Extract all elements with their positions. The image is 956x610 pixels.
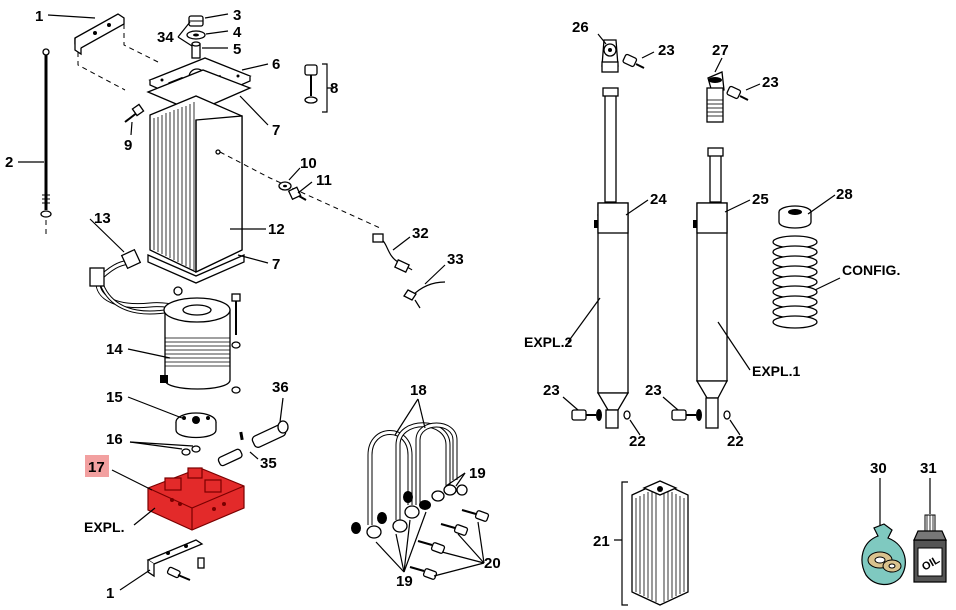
label-22-a: 22 — [629, 433, 646, 450]
label-16: 16 — [106, 431, 123, 448]
label-1-bottom: 1 — [106, 585, 114, 602]
part-2-tie-rod[interactable] — [40, 48, 52, 218]
part-30-grease-bag[interactable] — [861, 523, 906, 585]
part-8-bolt-set[interactable] — [304, 64, 318, 104]
part-23-pin-bottom-left[interactable] — [571, 409, 602, 421]
label-28: 28 — [836, 186, 853, 203]
label-2: 2 — [5, 154, 13, 171]
label-31: 31 — [920, 460, 937, 477]
part-17-base-block[interactable] — [147, 467, 245, 531]
label-15: 15 — [106, 389, 123, 406]
part-5-spacer[interactable] — [191, 41, 201, 59]
part-11-screw[interactable] — [287, 186, 307, 201]
label-14: 14 — [106, 341, 123, 358]
label-expl1: EXPL.1 — [752, 363, 800, 379]
label-20: 20 — [484, 555, 501, 572]
label-23-b: 23 — [762, 74, 779, 91]
part-32-connector[interactable] — [372, 233, 413, 274]
part-24-cylinder-expl2[interactable] — [594, 87, 630, 429]
label-23-a: 23 — [658, 42, 675, 59]
part-21-heat-sink-assembly[interactable] — [631, 480, 689, 606]
label-27: 27 — [712, 42, 729, 59]
label-6: 6 — [272, 56, 280, 73]
label-32: 32 — [412, 225, 429, 242]
label-13: 13 — [94, 210, 111, 227]
part-35-pin[interactable] — [217, 431, 244, 467]
part-23-pin-bottom-right[interactable] — [671, 409, 702, 421]
label-expl: EXPL. — [84, 519, 124, 535]
label-8: 8 — [330, 80, 338, 97]
part-26-clevis[interactable] — [601, 39, 619, 73]
part-3-nut[interactable] — [188, 15, 204, 27]
label-1-top: 1 — [35, 8, 43, 25]
part-1-bracket-bottom[interactable] — [146, 539, 205, 581]
label-7-top: 7 — [272, 122, 280, 139]
label-34: 34 — [157, 29, 174, 46]
label-7-bottom: 7 — [272, 256, 280, 273]
part-22-clip-left[interactable] — [623, 410, 631, 420]
part-23-pin-top-left[interactable] — [622, 53, 645, 69]
part-12-heat-sink-body[interactable] — [149, 95, 243, 274]
part-10-washer[interactable] — [278, 181, 292, 191]
label-25: 25 — [752, 191, 769, 208]
part-36-sleeve[interactable] — [251, 420, 289, 449]
part-18-pipe-loops[interactable] — [367, 422, 458, 525]
label-36: 36 — [272, 379, 289, 396]
part-22-clip-right[interactable] — [723, 410, 731, 420]
label-11: 11 — [316, 172, 332, 189]
part-27-rod-end[interactable] — [706, 71, 725, 123]
part-7-gasket-bottom[interactable] — [147, 254, 245, 284]
label-23-c: 23 — [543, 382, 560, 399]
label-30: 30 — [870, 460, 887, 477]
part-28-spring-cap[interactable] — [778, 205, 812, 229]
label-19-a: 19 — [469, 465, 486, 482]
part-14-coil-assembly[interactable] — [160, 293, 241, 394]
label-23-d: 23 — [645, 382, 662, 399]
label-26: 26 — [572, 19, 589, 36]
label-18: 18 — [410, 382, 427, 399]
part-31-oil-bottle[interactable]: OIL — [913, 514, 947, 583]
label-35: 35 — [260, 455, 277, 472]
part-4-washer[interactable] — [186, 30, 206, 40]
part-33-cable[interactable] — [403, 281, 446, 309]
part-20-bolts[interactable] — [409, 509, 490, 580]
spring-config[interactable] — [772, 235, 818, 329]
label-22-b: 22 — [727, 433, 744, 450]
label-4: 4 — [233, 24, 242, 41]
label-33: 33 — [447, 251, 464, 268]
part-15-base-disk[interactable] — [175, 412, 217, 439]
label-17-highlight — [85, 455, 109, 477]
label-9: 9 — [124, 137, 132, 154]
part-19-fittings[interactable] — [351, 484, 468, 539]
label-21: 21 — [593, 533, 610, 550]
label-3: 3 — [233, 7, 241, 24]
part-1-bracket-top[interactable] — [74, 13, 125, 56]
label-expl2: EXPL.2 — [524, 334, 572, 350]
label-5: 5 — [233, 41, 241, 58]
part-23-pin-top-right[interactable] — [726, 85, 749, 101]
part-9-screw[interactable] — [124, 103, 145, 123]
part-16-washers[interactable] — [181, 445, 201, 456]
label-17: 17 — [88, 459, 105, 476]
label-config: CONFIG. — [842, 262, 900, 278]
part-25-cylinder-expl1[interactable] — [693, 147, 729, 429]
label-24: 24 — [650, 191, 667, 208]
label-10: 10 — [300, 155, 317, 172]
label-19-b: 19 — [396, 573, 413, 590]
label-12: 12 — [268, 221, 285, 238]
